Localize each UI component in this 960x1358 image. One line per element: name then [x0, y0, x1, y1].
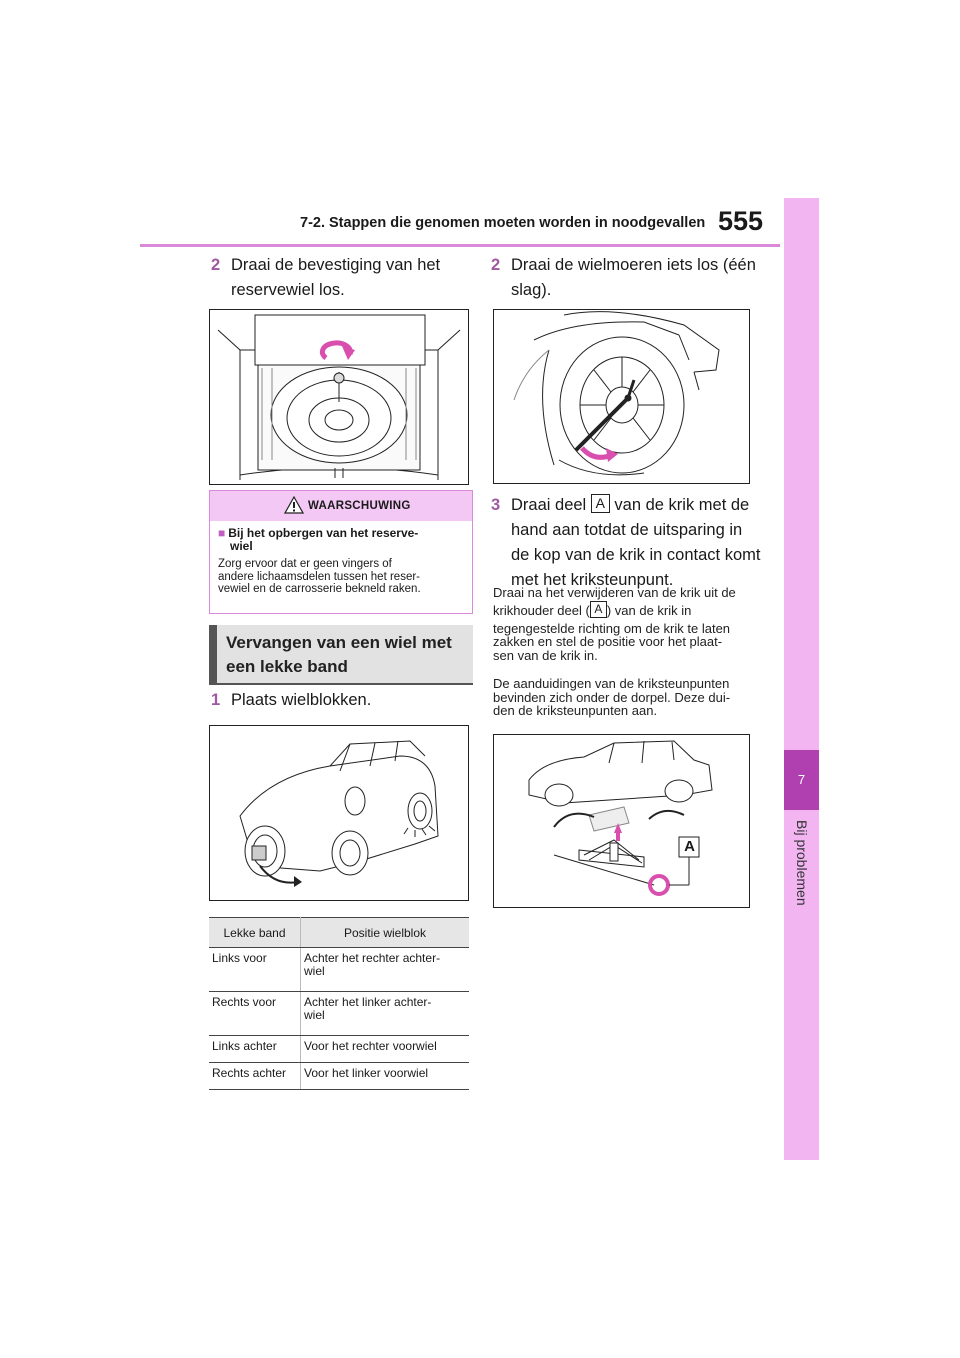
table-cell: Achter het linker achter-wiel — [300, 991, 469, 1036]
note-jack-points: De aanduidingen van de kriksteunpunten b… — [493, 677, 753, 718]
note-line: bevinden zich onder de dorpel. Deze dui- — [493, 689, 731, 705]
step-number: 2 — [211, 256, 221, 274]
step-number: 2 — [491, 256, 501, 274]
table-cell: Voor het rechter voorwiel — [300, 1035, 469, 1063]
warning-title: WAARSCHUWING — [308, 500, 411, 512]
warning-subtitle-line: wiel — [230, 538, 253, 553]
step-loosen-nuts: 2 Draai de wielmoeren iets los (één slag). — [491, 253, 756, 303]
note-lower-jack: Draai na het verwijderen van de krik uit… — [493, 586, 753, 662]
table-row: Links achter Voor het rechter voorwiel — [209, 1035, 469, 1063]
table-row: Rechts achter Voor het linker voorwiel — [209, 1062, 469, 1090]
chapter-number-tab[interactable]: 7 — [784, 750, 819, 810]
section-heading-line: Vervangen van een wiel met — [226, 633, 452, 652]
section-heading-line: een lekke band — [226, 657, 348, 676]
table-header: Positie wielblok — [300, 917, 469, 948]
step-text-line: met het kriksteunpunt. — [511, 571, 674, 589]
table-cell-line: wiel — [304, 964, 325, 978]
note-line: De aanduidingen van de kriksteunpunten — [493, 676, 730, 691]
step-text-line: Draai de wielmoeren iets los (één — [511, 256, 756, 274]
warning-subtitle-line: Bij het opbergen van het reserve- — [228, 526, 419, 540]
wheel-chock-table: Lekke band Positie wielblok Links voor A… — [209, 917, 469, 1090]
warning-body-line: vewiel en de carrosserie bekneld raken. — [218, 583, 421, 595]
table-cell: Links achter — [209, 1035, 301, 1063]
warning-subtitle: ■Bij het opbergen van het reserve-wiel — [218, 527, 466, 552]
step-text: Plaats wielblokken. — [231, 691, 372, 709]
warning-body-line: Zorg ervoor dat er geen vingers of — [218, 558, 392, 570]
table-cell: Links voor — [209, 947, 301, 992]
part-a-marker: A — [590, 494, 610, 513]
table-cell: Rechts achter — [209, 1062, 301, 1090]
note-line: krikhouder deel ( — [493, 602, 590, 618]
wheel-chock-figure — [209, 725, 469, 901]
square-bullet-icon: ■ — [218, 526, 226, 540]
note-line: zakken en stel de positie voor het plaat… — [493, 634, 723, 649]
table-cell: Rechts voor — [209, 991, 301, 1036]
table-header: Lekke band — [209, 917, 301, 948]
step-text-line: slag). — [511, 281, 552, 299]
figure-label-a: A — [684, 838, 695, 855]
table-cell: Voor het linker voorwiel — [300, 1062, 469, 1090]
table-cell-line: wiel — [304, 1008, 325, 1022]
section-heading: Vervangen van een wiel met een lekke band — [209, 625, 473, 685]
step-text-line: Draai de bevestiging van het — [231, 256, 441, 274]
table-cell-line: Achter het rechter achter- — [304, 951, 441, 965]
wheel-nut-figure — [493, 309, 750, 484]
chapter-heading: 7-2. Stappen die genomen moeten worden i… — [300, 215, 706, 231]
note-line: ) van de krik in — [606, 602, 692, 618]
step-text-line: de kop van de krik in contact komt — [511, 546, 761, 564]
step-text-line: hand aan totdat de uitsparing in — [511, 521, 743, 539]
note-line: tegengestelde richting om de krik te lat… — [493, 620, 731, 636]
step-loosen-spare: 2 Draai de bevestiging van het reservewiel… — [211, 253, 440, 303]
step-number: 1 — [211, 691, 221, 709]
step-text-line: van de krik met de — [614, 496, 750, 514]
spare-wheel-figure — [209, 309, 469, 485]
header-rule — [140, 244, 780, 247]
spare-wheel-illustration — [217, 314, 461, 480]
warning-box: WAARSCHUWING ■Bij het opbergen van het r… — [209, 490, 473, 614]
table-cell: Achter het rechter achter-wiel — [300, 947, 469, 992]
step-text-line: Draai deel — [511, 496, 587, 514]
table-header-row: Lekke band Positie wielblok — [209, 917, 469, 948]
table-row: Links voor Achter het rechter achter-wie… — [209, 947, 469, 992]
chapter-side-tab[interactable] — [784, 198, 819, 1160]
page-number: 555 — [718, 206, 764, 236]
note-line: Draai na het verwijderen van de krik uit… — [493, 585, 736, 600]
table-cell-line: Achter het linker achter- — [304, 995, 432, 1009]
wheel-nut-illustration — [513, 311, 720, 476]
section-heading-bar — [209, 625, 217, 683]
note-line: den de kriksteunpunten aan. — [493, 703, 658, 718]
warning-header: WAARSCHUWING — [210, 491, 472, 521]
jack-illustration — [528, 740, 713, 896]
step-turn-jack: 3 Draai deel A van de krik met de hand aan… — [491, 493, 761, 593]
note-line: sen van de krik in. — [493, 647, 598, 663]
jack-figure: A — [493, 734, 750, 908]
warning-triangle-icon — [284, 496, 304, 514]
part-a-marker: A — [589, 600, 607, 618]
step-place-chocks: 1 Plaats wielblokken. — [211, 688, 371, 713]
chapter-label-tab: Bij problemen — [784, 820, 819, 930]
step-text-line: reservewiel los. — [231, 281, 345, 299]
suv-chock-illustration — [239, 740, 439, 887]
chapter-number: 7 — [797, 772, 806, 787]
table-row: Rechts voor Achter het linker achter-wie… — [209, 991, 469, 1036]
step-number: 3 — [491, 496, 501, 514]
warning-body-line: andere lichaamsdelen tussen het reser- — [218, 570, 421, 583]
chapter-label: Bij problemen — [794, 820, 810, 906]
